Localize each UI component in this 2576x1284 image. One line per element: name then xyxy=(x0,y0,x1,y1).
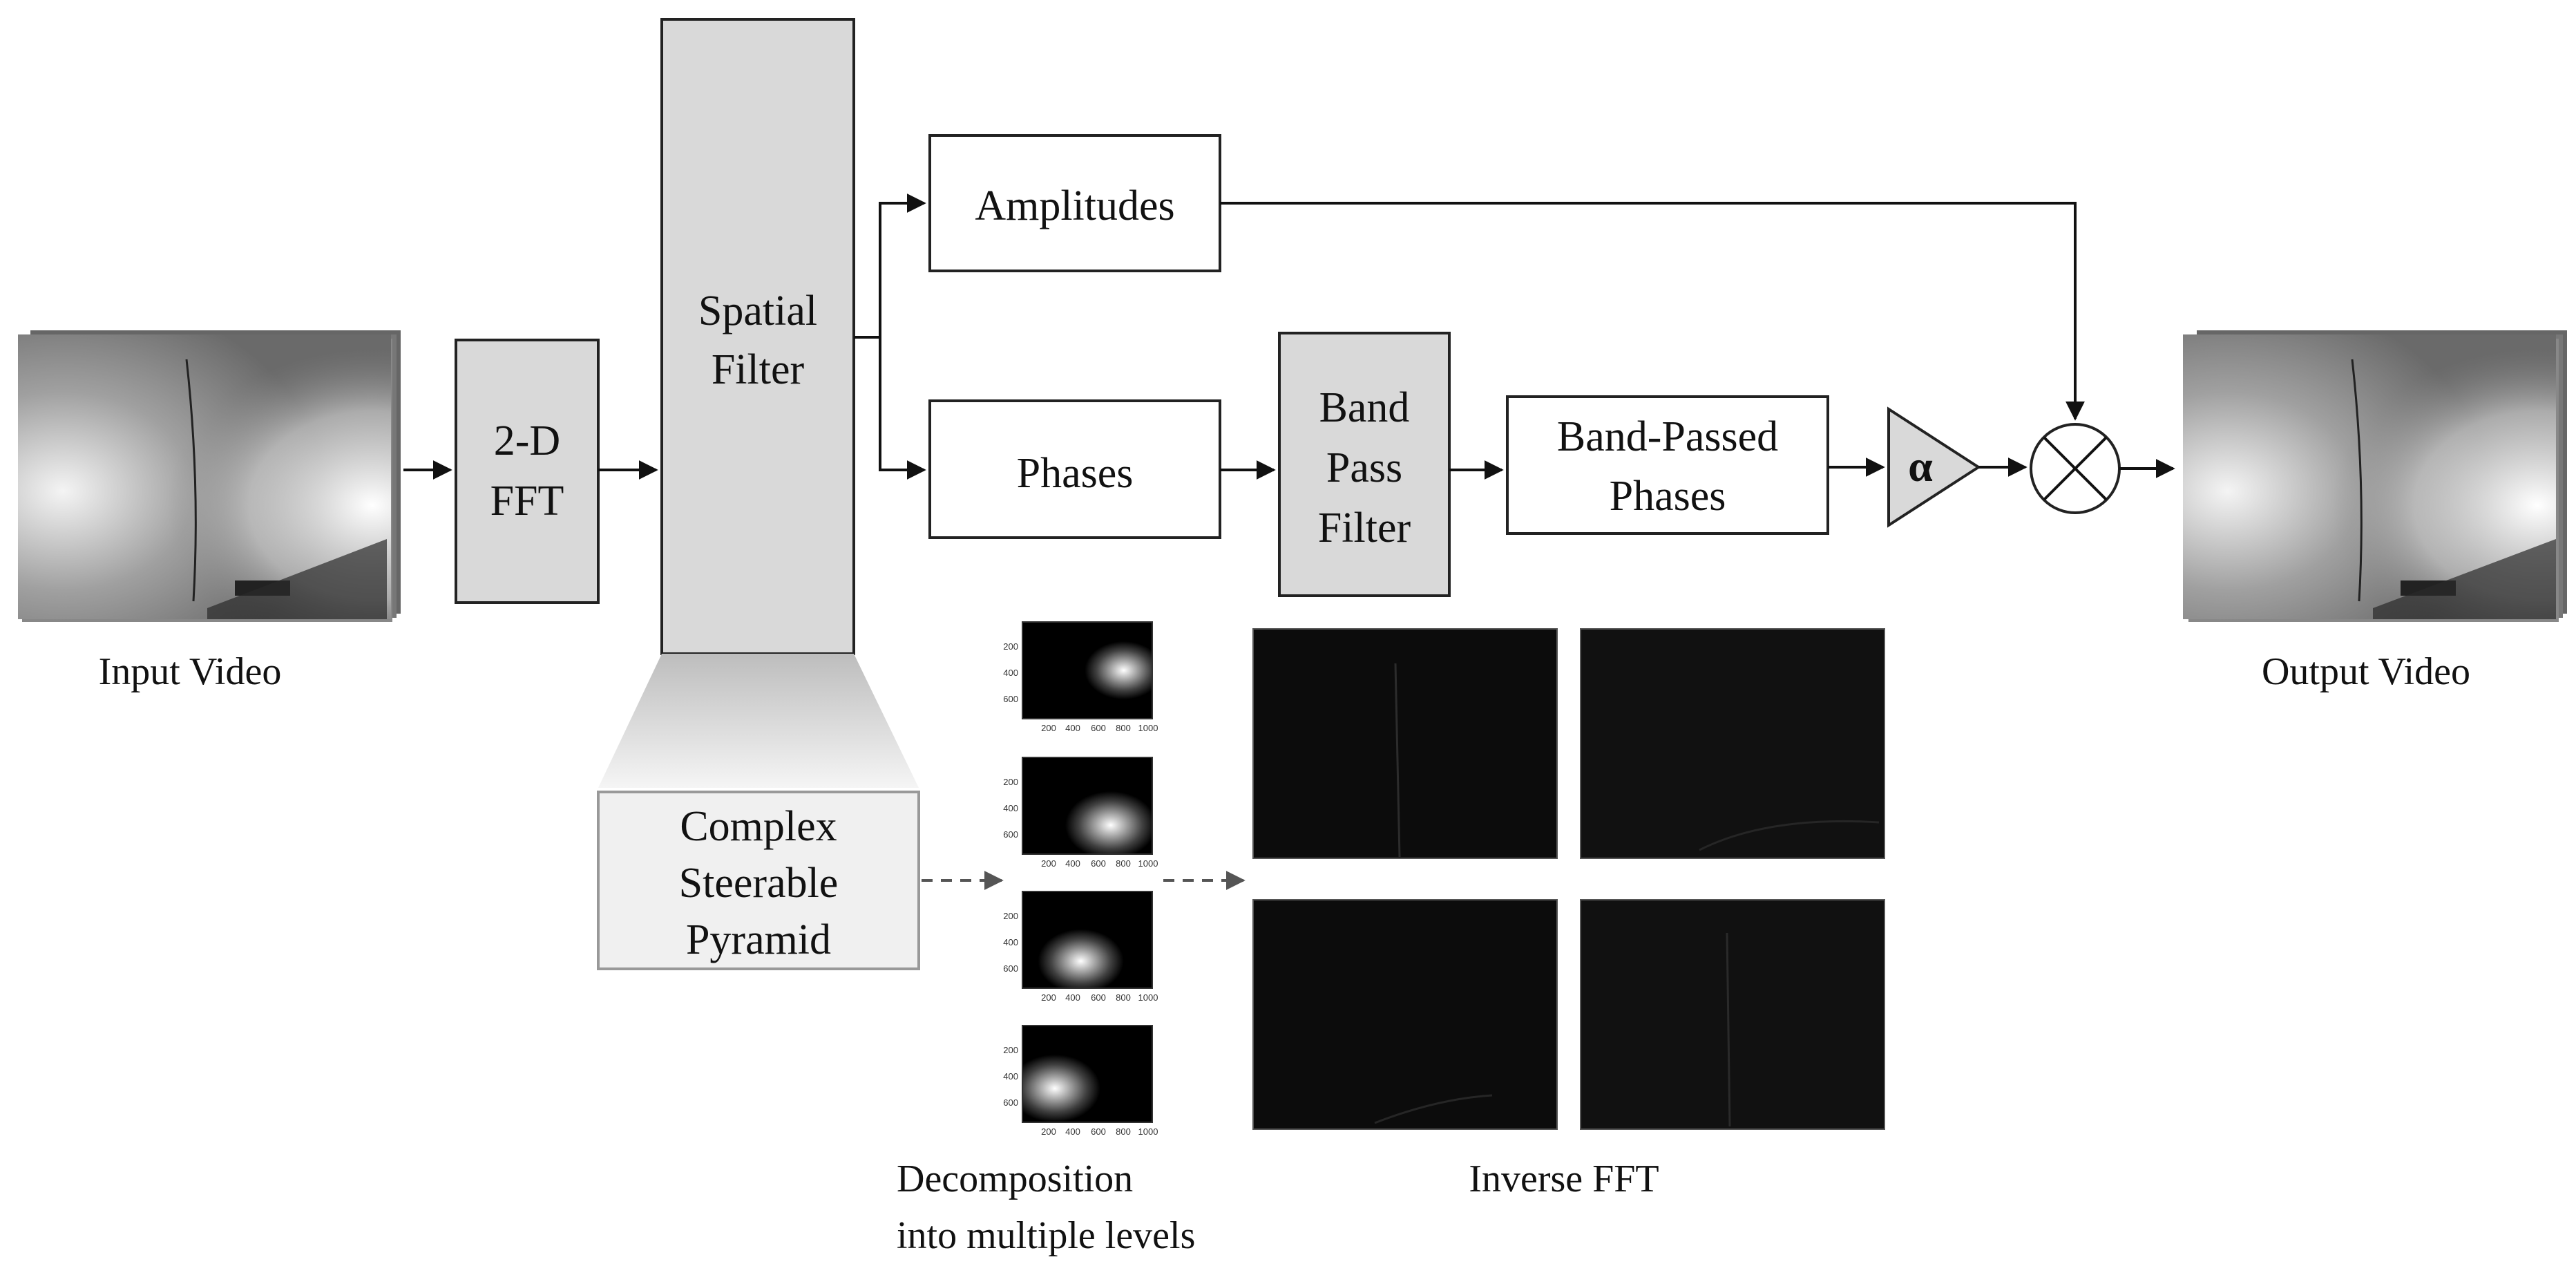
arrow-amplitudes-to-multiplier xyxy=(1220,202,2085,421)
pyramid-level-4: 200 400 600 200 400 600 800 1000 xyxy=(1003,1025,1158,1137)
band-passed-phases-block: Band-Passed Phases xyxy=(1506,395,1829,535)
svg-text:200: 200 xyxy=(1041,723,1056,733)
multiplier-node xyxy=(2030,423,2121,514)
pyramid-label-line2: Steerable xyxy=(679,860,839,907)
band-pass-filter-block: Band Pass Filter xyxy=(1278,332,1451,597)
svg-text:400: 400 xyxy=(1003,803,1018,813)
svg-text:400: 400 xyxy=(1003,668,1018,678)
svg-text:1000: 1000 xyxy=(1138,723,1158,733)
svg-text:200: 200 xyxy=(1003,1045,1018,1055)
inverse-fft-label: Inverse FFT xyxy=(1469,1158,1659,1200)
band-passed-phases-label-line2: Phases xyxy=(1610,473,1726,520)
svg-text:600: 600 xyxy=(1091,723,1106,733)
fft-label-line2: FFT xyxy=(490,478,564,525)
output-video-thumbnail xyxy=(2183,330,2567,622)
svg-text:200: 200 xyxy=(1041,858,1056,869)
pyramid-label-line1: Complex xyxy=(680,803,837,850)
svg-text:600: 600 xyxy=(1003,829,1018,840)
svg-text:200: 200 xyxy=(1041,992,1056,1003)
svg-text:1000: 1000 xyxy=(1138,858,1158,869)
svg-text:1000: 1000 xyxy=(1138,992,1158,1003)
spatial-filter-label-line1: Spatial xyxy=(698,287,817,334)
ifft-panel-4 xyxy=(1580,899,1885,1130)
svg-text:800: 800 xyxy=(1116,858,1131,869)
svg-text:1000: 1000 xyxy=(1138,1126,1158,1137)
complex-steerable-pyramid-block: Complex Steerable Pyramid xyxy=(597,791,920,970)
spatial-filter-block: Spatial Filter xyxy=(660,18,855,655)
ifft-panel-3 xyxy=(1252,899,1558,1130)
spatial-filter-expansion xyxy=(598,654,919,788)
band-passed-phases-label-line1: Band-Passed xyxy=(1557,413,1778,460)
alpha-amplifier: α xyxy=(1887,406,1981,528)
amplitudes-label: Amplitudes xyxy=(975,182,1174,229)
svg-text:600: 600 xyxy=(1091,1126,1106,1137)
svg-text:600: 600 xyxy=(1091,992,1106,1003)
input-video-thumbnail xyxy=(18,330,401,622)
amplitudes-block: Amplitudes xyxy=(928,134,1221,272)
svg-text:200: 200 xyxy=(1041,1126,1056,1137)
fft-block: 2-D FFT xyxy=(455,339,600,604)
svg-text:600: 600 xyxy=(1003,1097,1018,1108)
svg-text:800: 800 xyxy=(1116,723,1131,733)
pyramid-level-2: 200 400 600 200 400 600 800 1000 xyxy=(1003,757,1158,869)
pyramid-level-3: 200 400 600 200 400 600 800 1000 xyxy=(1003,891,1158,1003)
input-video-label: Input Video xyxy=(99,650,282,693)
pyramid-label-line3: Pyramid xyxy=(686,916,831,963)
svg-text:600: 600 xyxy=(1003,963,1018,974)
output-video-label: Output Video xyxy=(2262,650,2470,693)
arrow-spatial-to-amplitudes xyxy=(854,193,926,339)
svg-text:600: 600 xyxy=(1091,858,1106,869)
arrow-spatial-to-phases xyxy=(879,337,926,480)
svg-text:400: 400 xyxy=(1065,992,1080,1003)
svg-text:400: 400 xyxy=(1003,1071,1018,1082)
alpha-symbol: α xyxy=(1908,442,1933,491)
band-pass-filter-label-line1: Band xyxy=(1319,384,1410,431)
svg-text:600: 600 xyxy=(1003,694,1018,704)
decomposition-label-line2: into multiple levels xyxy=(897,1214,1195,1257)
fft-label-line1: 2-D xyxy=(494,417,560,464)
pyramid-level-1: 200 400 600 200 400 600 800 1000 xyxy=(1003,621,1158,733)
svg-text:400: 400 xyxy=(1003,937,1018,947)
svg-text:800: 800 xyxy=(1116,992,1131,1003)
spatial-filter-label-line2: Filter xyxy=(712,346,805,393)
svg-text:400: 400 xyxy=(1065,858,1080,869)
band-pass-filter-label-line3: Filter xyxy=(1318,504,1411,551)
svg-text:800: 800 xyxy=(1116,1126,1131,1137)
ifft-panel-2 xyxy=(1580,628,1885,859)
decomposition-label-line1: Decomposition xyxy=(897,1158,1133,1200)
svg-text:200: 200 xyxy=(1003,911,1018,921)
phases-label: Phases xyxy=(1017,450,1134,497)
connectors xyxy=(403,193,2175,480)
band-pass-filter-label-line2: Pass xyxy=(1326,444,1402,491)
svg-text:200: 200 xyxy=(1003,641,1018,652)
svg-text:400: 400 xyxy=(1065,723,1080,733)
svg-text:200: 200 xyxy=(1003,777,1018,787)
svg-text:400: 400 xyxy=(1065,1126,1080,1137)
phases-block: Phases xyxy=(928,399,1221,539)
ifft-panel-1 xyxy=(1252,628,1558,859)
